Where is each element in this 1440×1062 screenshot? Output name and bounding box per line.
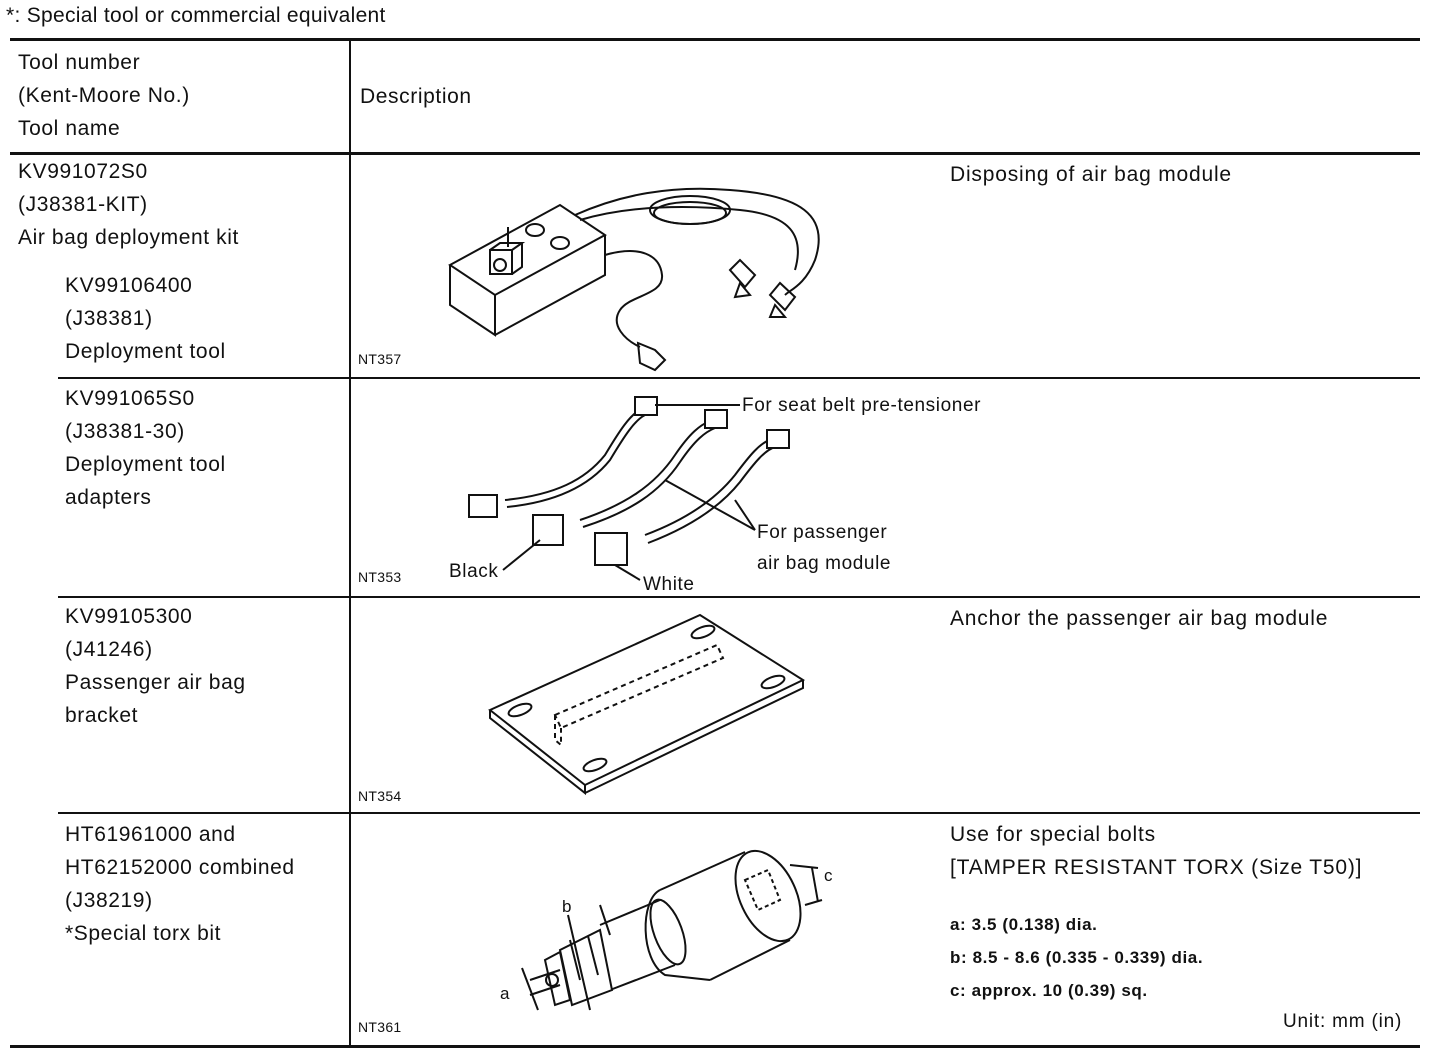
row2-tool-number: KV991065S0 <box>65 387 195 410</box>
row4-spec-b: b: 8.5 - 8.6 (0.335 - 0.339) dia. <box>950 948 1204 967</box>
bracket-illustration <box>485 610 815 795</box>
row1-tool-name: Air bag deployment kit <box>18 226 239 249</box>
row4-unit: Unit: mm (in) <box>1283 1011 1403 1032</box>
table-bottom-rule <box>10 1045 1420 1048</box>
callout-passenger-1: For passenger <box>757 522 888 543</box>
callout-seat-belt: For seat belt pre-tensioner <box>742 395 982 416</box>
row2-tool-name-2: adapters <box>65 486 152 509</box>
row4-spec-a: a: 3.5 (0.138) dia. <box>950 915 1098 934</box>
row1-sub-tool-name: Deployment tool <box>65 340 226 363</box>
row1-description: Disposing of air bag module <box>950 163 1232 186</box>
row2-divider <box>58 596 1420 598</box>
torx-bit-illustration <box>500 840 850 1025</box>
deployment-adapters-illustration <box>455 385 805 595</box>
row3-tool-number: KV99105300 <box>65 605 193 628</box>
deployment-kit-illustration <box>440 175 840 375</box>
footnote-special-tool: *: Special tool or commercial equivalent <box>6 4 386 27</box>
header-bottom-rule <box>10 152 1420 155</box>
callout-white: White <box>643 574 695 595</box>
row3-tool-name: Passenger air bag <box>65 671 246 694</box>
row4-tool-number-2: HT62152000 combined <box>65 856 295 879</box>
row1-sub-kent-moore: (J38381) <box>65 307 153 330</box>
header-tool-name: Tool name <box>18 117 121 140</box>
row1-tool-number: KV991072S0 <box>18 160 148 183</box>
row1-figure-code: NT357 <box>358 351 402 367</box>
row4-kent-moore: (J38219) <box>65 889 153 912</box>
label-a: a <box>500 984 511 1003</box>
row3-divider <box>58 812 1420 814</box>
row4-tool-name: *Special torx bit <box>65 922 222 945</box>
table-top-rule <box>10 38 1420 41</box>
row1-sub-tool-number: KV99106400 <box>65 274 193 297</box>
row3-kent-moore: (J41246) <box>65 638 153 661</box>
row3-tool-name-2: bracket <box>65 704 139 727</box>
row4-description-2: [TAMPER RESISTANT TORX (Size T50)] <box>950 856 1363 879</box>
column-divider <box>349 38 351 1048</box>
row2-figure-code: NT353 <box>358 569 402 585</box>
row2-tool-name: Deployment tool <box>65 453 226 476</box>
callout-black: Black <box>449 561 499 582</box>
row4-figure-code: NT361 <box>358 1019 402 1035</box>
row3-description: Anchor the passenger air bag module <box>950 607 1329 630</box>
label-c: c <box>824 866 834 885</box>
header-description: Description <box>360 85 472 108</box>
row4-description-1: Use for special bolts <box>950 823 1156 846</box>
row1-kent-moore: (J38381-KIT) <box>18 193 148 216</box>
row2-kent-moore: (J38381-30) <box>65 420 185 443</box>
header-tool-number: Tool number <box>18 51 141 74</box>
label-b: b <box>562 897 573 916</box>
row4-spec-c: c: approx. 10 (0.39) sq. <box>950 981 1148 1000</box>
row1-divider <box>58 377 1420 379</box>
row3-figure-code: NT354 <box>358 788 402 804</box>
callout-passenger-2: air bag module <box>757 553 892 574</box>
header-kent-moore: (Kent-Moore No.) <box>18 84 190 107</box>
row4-tool-number-1: HT61961000 and <box>65 823 236 846</box>
